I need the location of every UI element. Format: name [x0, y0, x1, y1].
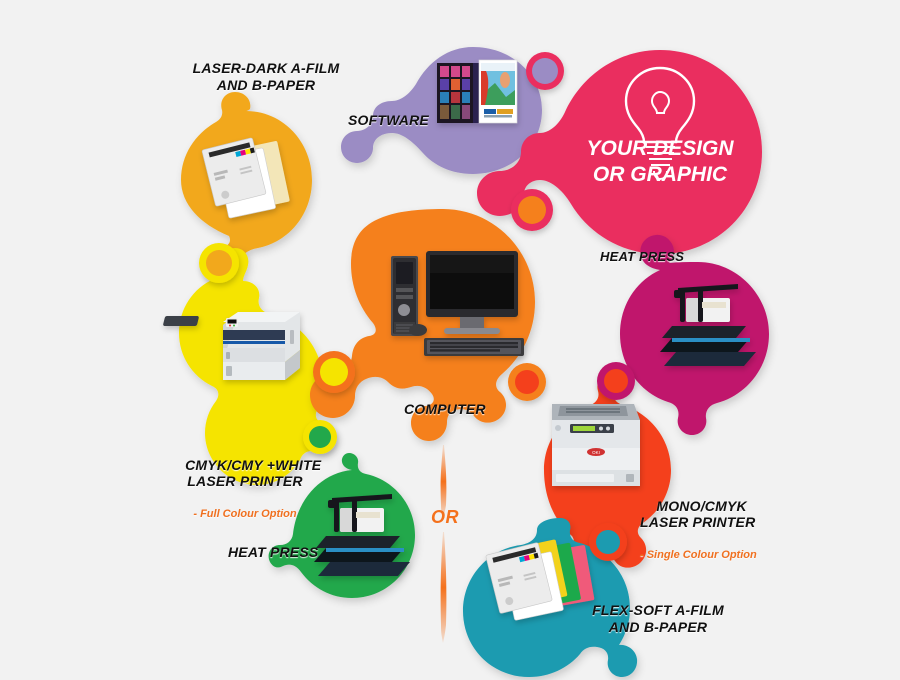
- connector-monoprinter-flexfilm[interactable]: [589, 523, 627, 561]
- label-laser-dark-film: LASER-DARK A-FILM AND B-PAPER: [192, 60, 340, 93]
- desktop-computer-image: [391, 251, 524, 356]
- connector-design-computer[interactable]: [511, 189, 553, 231]
- label-mono-cmyk-printer: MONO/CMYK LASER PRINTER - Single Colour …: [640, 481, 757, 595]
- label-cmyk-white-printer-main: CMYK/CMY +WHITE LASER PRINTER: [185, 456, 322, 490]
- transfer-paper-image: [201, 137, 290, 219]
- transfer-paper-colours-image: [485, 539, 595, 621]
- label-cmyk-white-printer-sub: - Full Colour Option: [193, 508, 297, 521]
- software-boxes-image: [437, 59, 518, 124]
- connector-software-design[interactable]: [526, 52, 564, 90]
- connector-computer-monoprinter[interactable]: [508, 363, 546, 401]
- colour-laser-printer-image: [163, 312, 300, 380]
- label-mono-cmyk-printer-main: MONO/CMYK LASER PRINTER: [640, 497, 756, 531]
- heat-press-image-magenta: [660, 284, 756, 366]
- connector-printer-computer[interactable]: [313, 351, 355, 393]
- connector-heatpress-monoprinter[interactable]: [597, 362, 635, 400]
- label-mono-cmyk-printer-sub: - Single Colour Option: [640, 549, 757, 562]
- label-computer: COMPUTER: [404, 401, 486, 417]
- lightbulb-icon: [624, 66, 696, 181]
- heat-press-image-green: [314, 494, 410, 576]
- label-flex-soft-film: FLEX-SOFT A-FILM AND B-PAPER: [592, 602, 724, 635]
- or-divider: [440, 445, 447, 643]
- mono-laser-printer-image: OKI: [552, 404, 640, 486]
- node-your-design[interactable]: [477, 50, 762, 254]
- connector-printer-heatpress-green[interactable]: [303, 420, 337, 454]
- connector-film-printer[interactable]: [199, 243, 239, 283]
- label-cmyk-white-printer: CMYK/CMY +WHITE LASER PRINTER - Full Col…: [145, 440, 345, 554]
- label-heat-press-magenta: HEAT PRESS: [600, 249, 685, 264]
- label-software: SOFTWARE: [348, 112, 429, 128]
- svg-text:OKI: OKI: [592, 450, 600, 455]
- title-your-design: YOUR DESIGN OR GRAPHIC: [586, 137, 734, 186]
- or-divider-label: OR: [431, 507, 459, 527]
- label-heat-press-green: HEAT PRESS: [228, 544, 319, 560]
